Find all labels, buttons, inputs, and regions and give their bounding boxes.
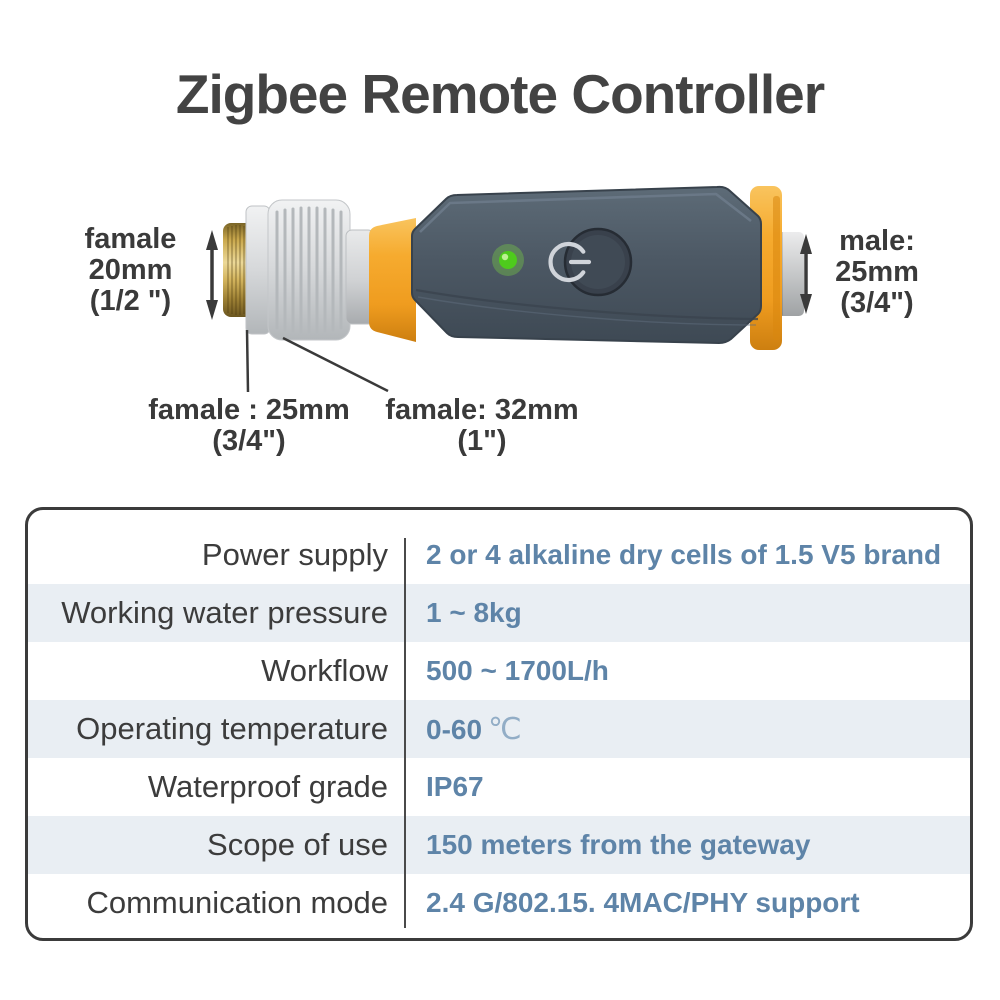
spec-value-text: 150 meters from the gateway [426,829,811,860]
spec-label: Power supply [201,537,388,572]
spec-label: Working water pressure [61,595,388,630]
spec-label: Waterproof grade [147,769,388,804]
spec-value: 2 or 4 alkaline dry cells of 1.5 V5 bran… [408,539,970,571]
dimension-arrow-left [206,230,218,320]
label-female-20mm: famale 20mm (1/2 ") [38,224,223,317]
spec-label: Communication mode [86,885,388,920]
spec-value-text: 0-60 [426,713,483,745]
label-line: famale: 32mm [385,394,579,426]
table-row: Working water pressure 1 ~ 8kg [28,584,970,642]
label-line: famale : 25mm [148,394,350,426]
label-female-32mm: famale: 32mm (1") [376,395,588,457]
label-line: (3/4") [212,425,286,457]
spec-value: 2.4 G/802.15. 4MAC/PHY support [408,887,970,919]
column-divider [404,538,406,928]
spec-value: 500 ~ 1700L/h [408,655,970,687]
label-male-25mm: male: 25mm (3/4") [787,226,967,319]
power-icon [548,241,592,283]
body-seam-highlight [417,296,757,326]
spec-rows: Power supply 2 or 4 alkaline dry cells o… [28,526,970,932]
dimension-arrow-right [800,234,812,314]
table-row: Scope of use 150 meters from the gateway [28,816,970,874]
label-line: (1/2 ") [89,285,172,317]
led-indicator [492,244,524,276]
spec-label: Workflow [261,653,388,688]
table-row: Waterproof grade IP67 [28,758,970,816]
spec-value: 150 meters from the gateway [408,829,970,861]
leader-line-left [245,329,250,392]
page-title: Zigbee Remote Controller [175,63,825,125]
orange-coupler [369,218,416,342]
label-line: 25mm [835,256,919,288]
spec-value: 1 ~ 8kg [408,597,970,629]
spec-table: Power supply 2 or 4 alkaline dry cells o… [25,507,973,941]
hose-nut [267,199,351,341]
label-female-25mm: famale : 25mm (3/4") [143,395,355,457]
label-line: (3/4") [840,287,914,319]
device-illustration [206,185,812,392]
label-line: famale [84,223,177,255]
spec-value: IP67 [408,771,970,803]
spec-value-text: 2 or 4 alkaline dry cells of 1.5 V5 bran… [426,539,942,570]
power-button [548,227,633,297]
leader-line-right [282,336,389,392]
spec-label: Scope of use [207,827,388,862]
spec-value-text: IP67 [426,771,484,802]
collar-ring [245,205,271,335]
spec-value-text: 1 ~ 8kg [426,597,522,628]
table-row: Power supply 2 or 4 alkaline dry cells o… [28,526,970,584]
table-row: Workflow 500 ~ 1700L/h [28,642,970,700]
body-seam-line [415,288,759,321]
table-row: Communication mode 2.4 G/802.15. 4MAC/PH… [28,874,970,932]
spec-value: 0-60℃ [408,712,970,747]
body-top-highlight [419,192,752,233]
label-line: male: [839,225,915,257]
spec-value-text: 2.4 G/802.15. 4MAC/PHY support [426,887,860,918]
spec-value-text: 500 ~ 1700L/h [426,655,609,686]
spec-value-unit: ℃ [488,711,522,747]
label-line: 20mm [88,254,173,286]
table-row: Operating temperature 0-60℃ [28,700,970,758]
label-line: (1") [457,425,507,457]
spec-label: Operating temperature [76,711,388,746]
